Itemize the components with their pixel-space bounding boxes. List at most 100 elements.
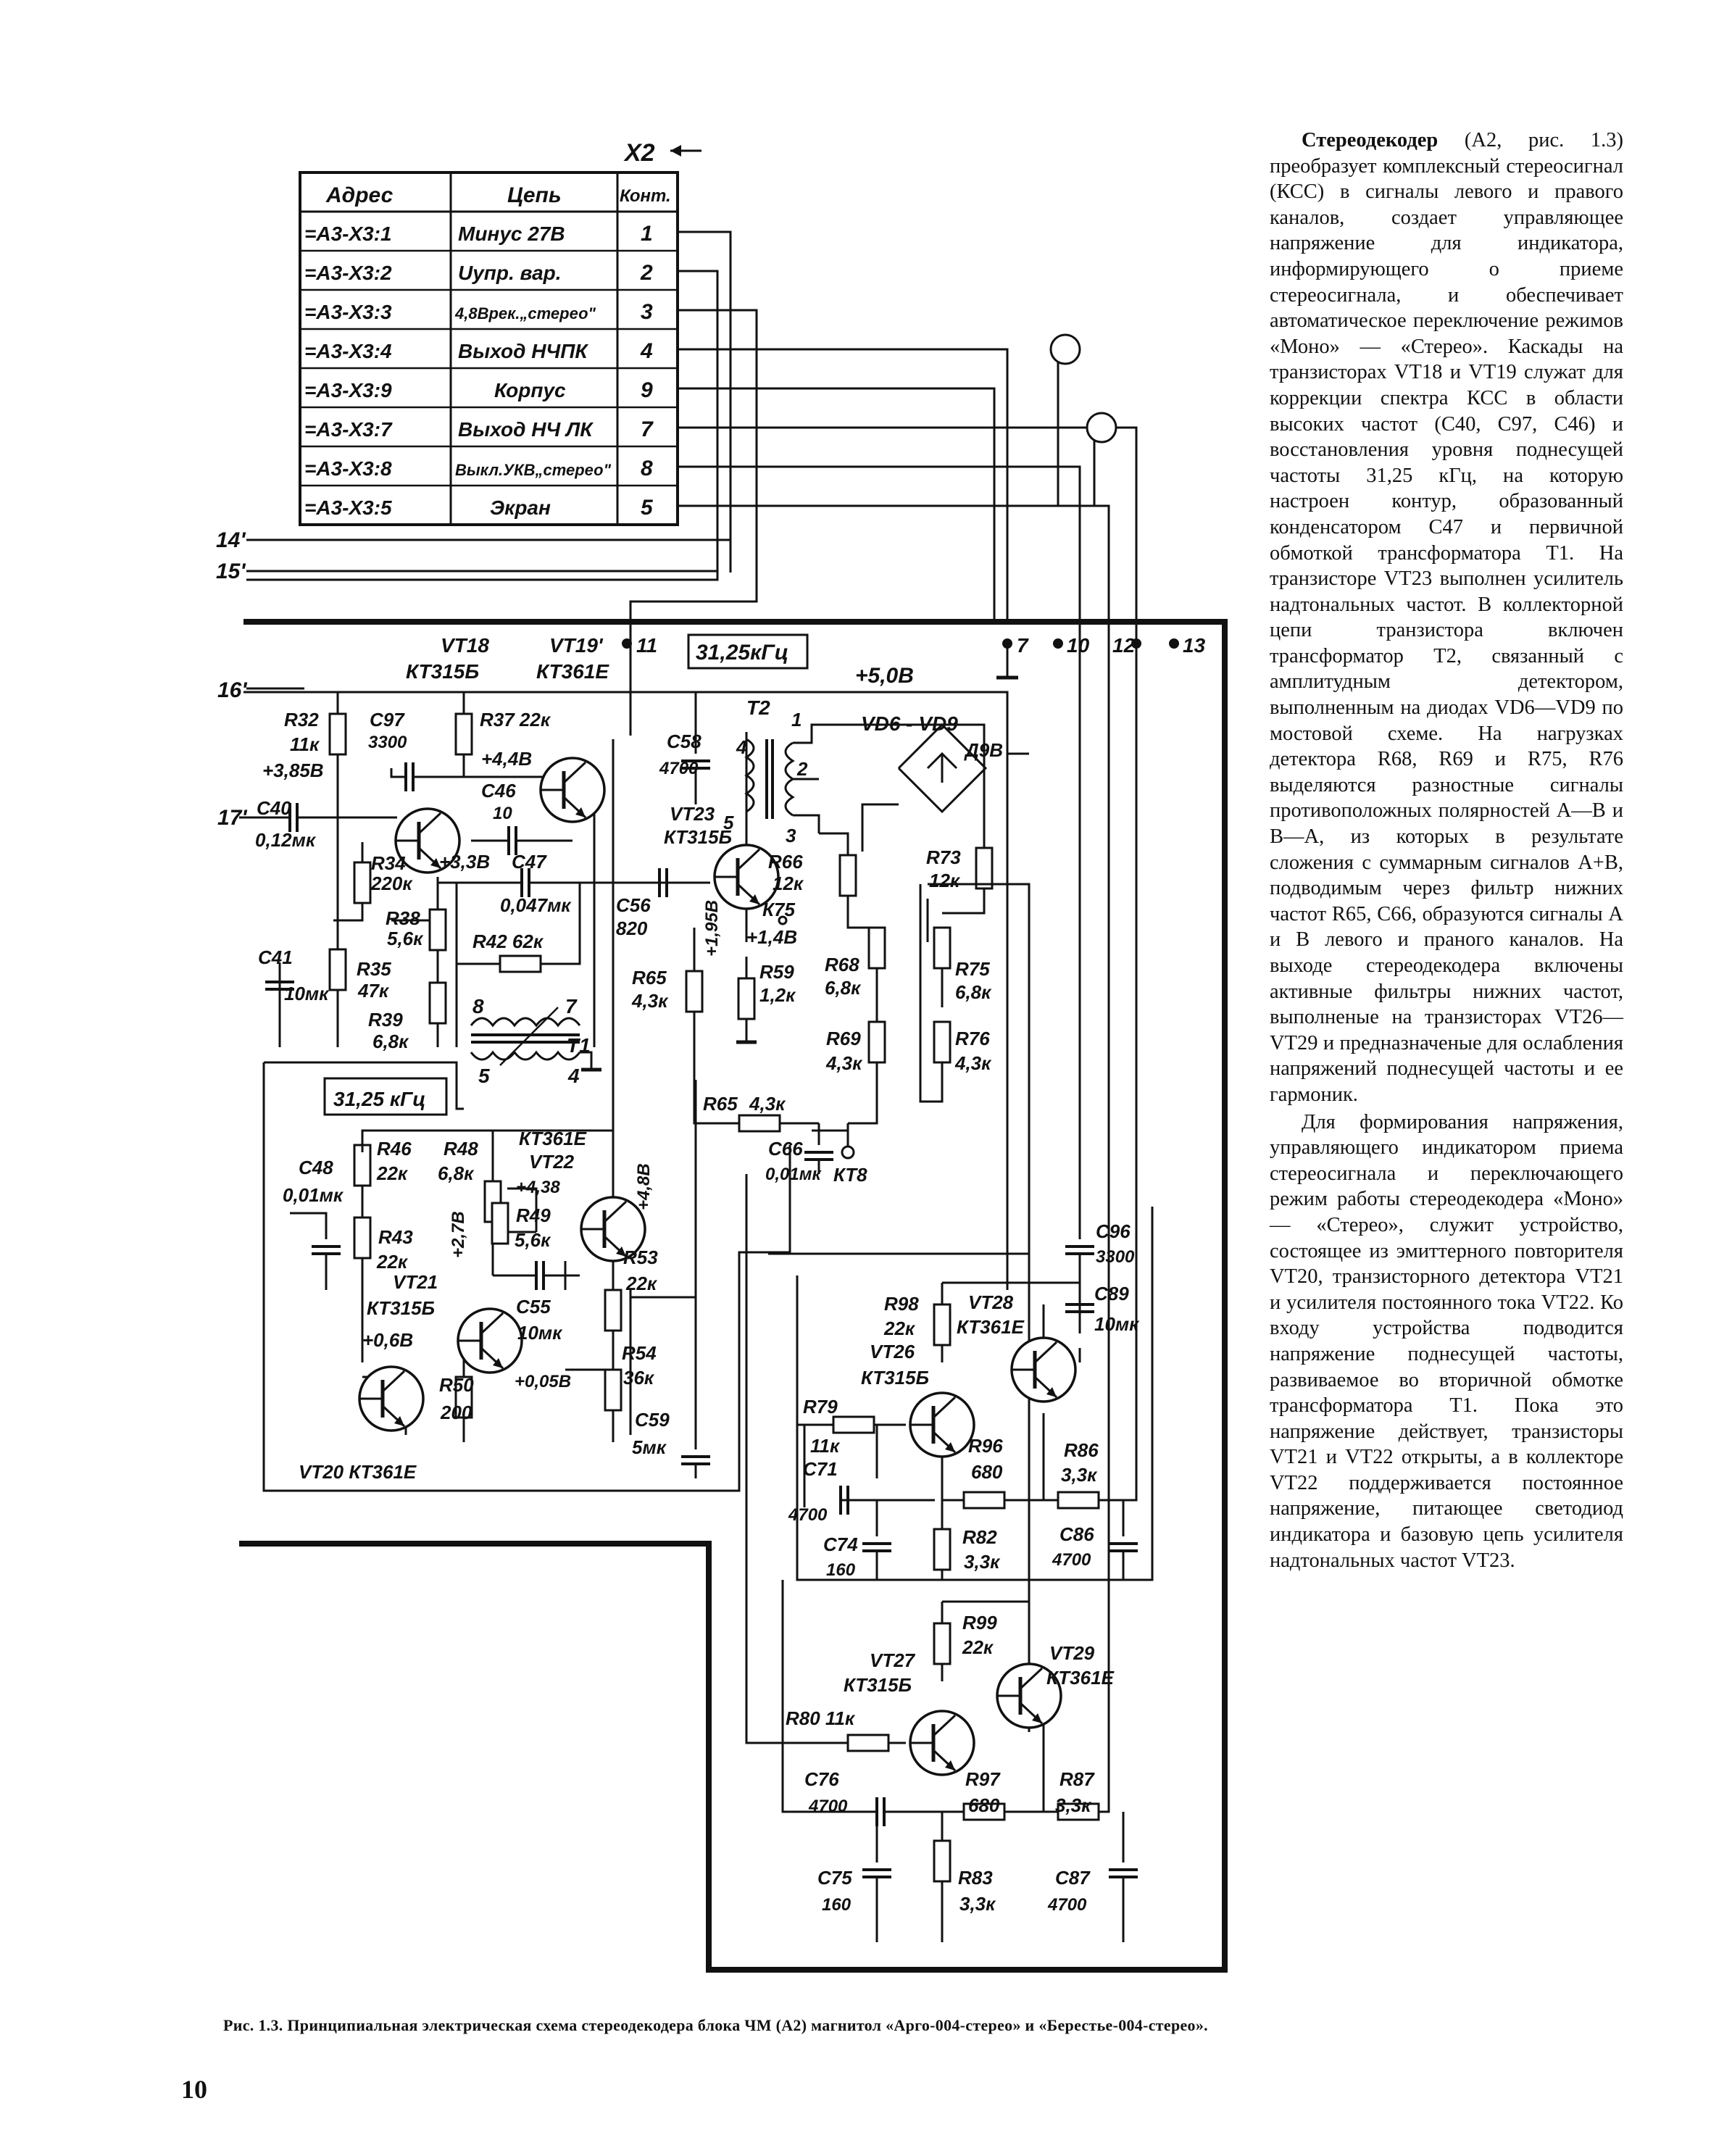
r98-label: R98 — [884, 1293, 919, 1315]
r86-label: R86 — [1064, 1439, 1099, 1461]
r98-value: 22к — [883, 1318, 916, 1339]
vt19-type: КТ361Е — [536, 660, 609, 683]
r82-value: 3,3к — [964, 1551, 1001, 1573]
page-number: 10 — [181, 2075, 207, 2104]
c87-label: С87 — [1055, 1867, 1091, 1889]
r39-value: 6,8к — [372, 1031, 409, 1052]
table-cell: 5 — [641, 496, 654, 520]
t2-pin: 5 — [723, 812, 734, 833]
r86-value: 3,3к — [1061, 1464, 1098, 1486]
t2-pin: 3 — [786, 825, 796, 846]
vt22-label: VT22 — [529, 1151, 575, 1173]
output-filters — [745, 625, 1154, 1942]
r65-value: 4,3к — [631, 990, 669, 1012]
r50-value: 200 — [440, 1402, 472, 1423]
transistor-vt21 — [458, 1309, 522, 1373]
paragraph-2: Для формирования напряжения, управляющег… — [1270, 1110, 1623, 1574]
r43-label: R43 — [378, 1226, 413, 1248]
c58-value: 4700 — [659, 759, 699, 778]
vt21-type: КТ315Б — [367, 1297, 435, 1319]
paragraph-1: Стереодекодер (А2, рис. 1.3) преобразует… — [1270, 128, 1623, 1108]
t1-pin: 8 — [472, 995, 484, 1017]
vt27-type: КТ315Б — [844, 1674, 912, 1696]
table-cell: 2 — [640, 261, 653, 285]
c40-value: 0,12мк — [255, 829, 317, 851]
r96-value: 680 — [971, 1461, 1003, 1483]
r97-label: R97 — [965, 1768, 1001, 1790]
r34-value: 220к — [370, 873, 413, 894]
voltage-label: +1,95В — [702, 900, 722, 957]
t1-pin: 5 — [478, 1065, 490, 1087]
k75-label: К75 — [762, 899, 795, 920]
c41-label: С41 — [258, 946, 293, 968]
r38-value: 5,6к — [387, 928, 424, 949]
r34-label: R34 — [371, 852, 406, 874]
r48-value: 6,8к — [438, 1162, 475, 1184]
r35-label: R35 — [357, 958, 391, 980]
t1-label: Т1 — [567, 1034, 591, 1057]
pin-label: 12 — [1112, 634, 1136, 657]
c56-value: 820 — [616, 917, 648, 939]
stage-vt20-vt22 — [262, 1061, 791, 1492]
c97-label: С97 — [370, 709, 405, 731]
r80-label: R80 11к — [786, 1707, 856, 1729]
voltage-label: +0,05В — [515, 1372, 571, 1391]
table-cell: =А3-Х3:8 — [304, 457, 392, 480]
c46-value: 10 — [493, 804, 512, 823]
c59-label: С59 — [635, 1409, 670, 1431]
r76-value: 4,3к — [954, 1052, 992, 1074]
table-cell: 4 — [640, 339, 653, 363]
c46-label: С46 — [481, 780, 516, 802]
voltage-label: +4,38 — [516, 1178, 560, 1197]
r66-label: R66 — [768, 851, 803, 873]
c48-value: 0,01мк — [283, 1184, 344, 1206]
voltage-label: +3,85В — [262, 759, 324, 781]
r99-value: 22к — [962, 1636, 994, 1658]
r65-label: R65 — [632, 967, 667, 988]
r48-label: R48 — [444, 1138, 478, 1160]
transistor-vt28 — [1012, 1338, 1075, 1402]
c86-value: 4700 — [1052, 1550, 1091, 1570]
r49-label: R49 — [516, 1204, 551, 1226]
c96-label: С96 — [1096, 1220, 1131, 1242]
table-cell: 9 — [641, 378, 653, 402]
table-cell: =А3-Х3:4 — [304, 340, 392, 362]
voltage-label: +2,7В — [449, 1211, 468, 1258]
r69-label: R69 — [826, 1028, 861, 1049]
table-cell: =А3-Х3:1 — [304, 222, 392, 245]
r50-label: R50 — [439, 1374, 474, 1396]
vt21-label: VT21 — [393, 1271, 438, 1293]
screen-outline — [239, 619, 1228, 1973]
vt28-label: VT28 — [968, 1291, 1014, 1313]
table-cell: Корпус — [494, 379, 566, 401]
description-column: Стереодекодер (А2, рис. 1.3) преобразует… — [1270, 128, 1623, 1573]
table-cell: =А3-Х3:5 — [304, 496, 392, 519]
table-cell: 8 — [641, 457, 653, 480]
supply-label: +5,0В — [855, 664, 914, 688]
pin-label: 11 — [636, 634, 657, 657]
vt29-type: КТ361Е — [1046, 1667, 1115, 1689]
vt27-label: VT27 — [870, 1649, 916, 1671]
c86-label: С86 — [1059, 1523, 1094, 1545]
voltage-label: +1,4В — [746, 926, 797, 948]
transistor-vt26 — [910, 1393, 974, 1457]
c59-value: 5мк — [632, 1436, 667, 1458]
frequency-label: 31,25кГц — [696, 641, 788, 665]
table-header-address: Адрес — [325, 183, 394, 207]
c40-label: С40 — [257, 797, 291, 819]
connector-label: X2 — [623, 139, 655, 167]
r73-value: 12к — [929, 870, 961, 891]
r82-label: R82 — [962, 1526, 997, 1548]
r69-value: 4,3к — [825, 1052, 863, 1074]
transformer-t1 — [470, 1007, 601, 1072]
r76-label: R76 — [955, 1028, 990, 1049]
r73-label: R73 — [926, 846, 961, 868]
c55-label: С55 — [516, 1296, 551, 1318]
c71-label: С71 — [803, 1458, 838, 1480]
c75-label: С75 — [817, 1867, 852, 1889]
r65-label: R65 — [703, 1093, 738, 1115]
t1-pin: 7 — [565, 995, 578, 1017]
table-cell: Минус 27В — [458, 222, 565, 245]
voltage-label: +3,3В — [439, 851, 490, 873]
pin-label: 7 — [1017, 634, 1029, 657]
